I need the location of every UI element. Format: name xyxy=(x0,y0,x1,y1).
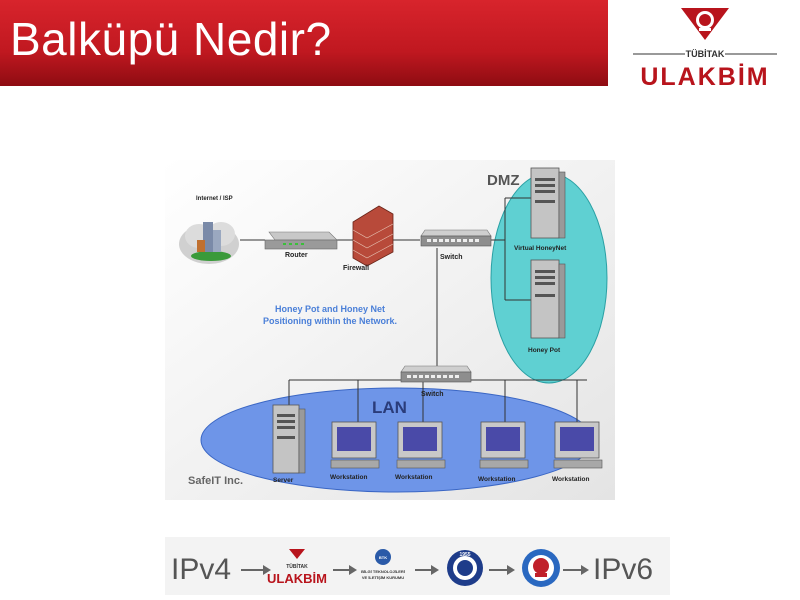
banner-background xyxy=(165,537,670,595)
btk-emblem-icon xyxy=(375,549,391,565)
company-label: SafeIT Inc. xyxy=(188,475,243,487)
logo-big-text: ULAKBİM xyxy=(640,63,769,91)
workstation-3-icon xyxy=(479,421,529,469)
ulakbim-logo: TÜBİTAK ULAKBİM xyxy=(633,8,777,91)
footer-ulakbim-logo: TÜBİTAK ULAKBİM xyxy=(267,549,327,586)
workstation-3-label: Workstation xyxy=(478,476,515,483)
workstation-1-label: Workstation xyxy=(330,474,367,481)
arrow-icon xyxy=(333,565,357,575)
switch-lan-label: Switch xyxy=(421,391,444,398)
ipv4-label: IPv4 xyxy=(171,553,231,586)
title-bar: Balküpü Nedir? xyxy=(0,0,608,86)
slide-title: Balküpü Nedir? xyxy=(10,13,332,65)
ipv6-label: IPv6 xyxy=(593,553,653,586)
btk-line1: BİLGİ TEKNOLOJİLERİ xyxy=(361,569,405,574)
virtual-honeynet-server-icon xyxy=(530,167,566,239)
dmz-label: DMZ xyxy=(487,172,520,189)
workstation-1-icon xyxy=(330,421,380,469)
switch-top-icon xyxy=(420,229,492,247)
workstation-4-icon xyxy=(553,421,603,469)
workstation-4-label: Workstation xyxy=(552,476,589,483)
honeypot-label: Honey Pot xyxy=(528,347,561,354)
router-icon xyxy=(264,231,338,250)
switch-top-label: Switch xyxy=(440,254,463,261)
firewall-icon xyxy=(352,205,394,267)
lan-label: LAN xyxy=(372,398,407,417)
university-seal-1-icon: 1955 xyxy=(447,550,483,586)
university-seal-year: 1955 xyxy=(459,552,470,558)
server-label: Server xyxy=(273,477,294,484)
btk-logo: BTK BİLGİ TEKNOLOJİLERİ VE İLETİŞİM KURU… xyxy=(361,549,405,580)
tubitak-emblem-icon xyxy=(681,8,729,40)
switch-lan-icon xyxy=(400,365,472,383)
workstation-2-icon xyxy=(396,421,446,469)
university-seal-2-icon xyxy=(522,549,560,587)
network-diagram: DMZ LAN Internet / ISP Router xyxy=(165,160,615,500)
diagram-caption-line1: Honey Pot and Honey Net xyxy=(275,304,385,314)
ipv6-transition-banner: IPv4 TÜBİTAK ULAKBİM BTK BİLGİ TEKNOLOJİ… xyxy=(165,537,670,595)
arrow-icon xyxy=(241,565,271,575)
footer-ulakbim-small: TÜBİTAK xyxy=(286,563,308,570)
arrow-icon xyxy=(415,565,439,575)
firewall-label: Firewall xyxy=(343,265,369,272)
arrow-icon xyxy=(489,565,515,575)
lan-server-icon xyxy=(272,404,306,474)
footer-ulakbim-big: ULAKBİM xyxy=(267,571,327,586)
btk-title: BTK xyxy=(379,555,387,560)
arrow-icon xyxy=(563,565,589,575)
internet-label: Internet / ISP xyxy=(196,196,233,202)
diagram-caption-line2: Positioning within the Network. xyxy=(263,316,397,326)
workstation-2-label: Workstation xyxy=(395,474,432,481)
internet-cloud-icon xyxy=(179,222,239,264)
btk-line2: VE İLETİŞİM KURUMU xyxy=(362,575,404,580)
honeypot-server-icon xyxy=(530,259,566,339)
virtual-honeynet-label: Virtual HoneyNet xyxy=(514,245,567,252)
logo-small-text: TÜBİTAK xyxy=(686,49,725,59)
router-label: Router xyxy=(285,252,308,259)
footer-tubitak-emblem-icon xyxy=(289,549,305,559)
